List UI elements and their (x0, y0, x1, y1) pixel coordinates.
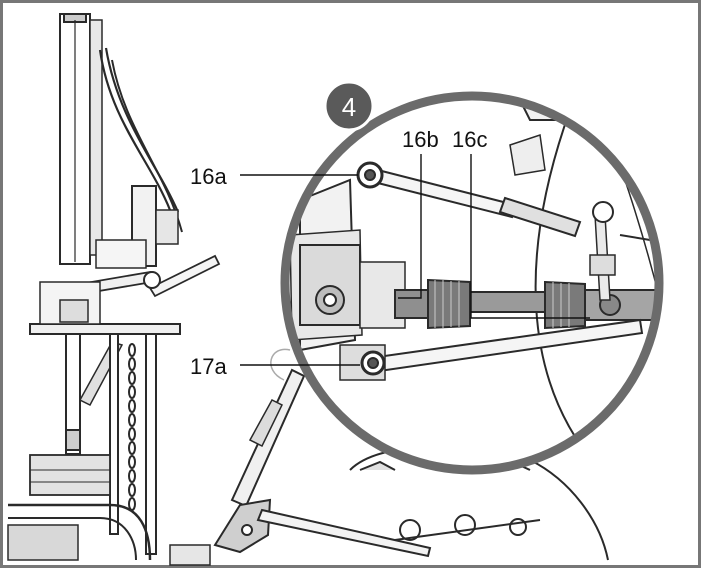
zoom-ring (280, 91, 664, 475)
callout-16a: 16a (190, 164, 227, 189)
detail-zoom-view (280, 91, 664, 475)
callout-16c: 16c (452, 127, 487, 152)
step-badge-number: 4 (342, 92, 356, 122)
chain (128, 343, 136, 511)
log-splitter-machine (7, 13, 221, 561)
callout-16b: 16b (402, 127, 439, 152)
three-point-linkage (169, 348, 609, 566)
step-badge: 4 (323, 80, 375, 132)
callout-leaders (240, 154, 590, 366)
callout-17a: 17a (190, 354, 227, 379)
